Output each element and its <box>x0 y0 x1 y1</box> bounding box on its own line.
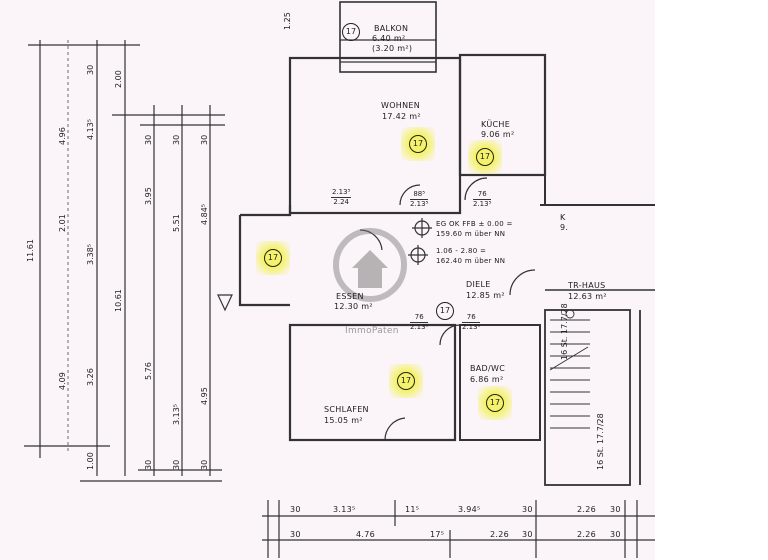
dim-e-2: 5.51 <box>172 214 181 232</box>
room-name-tr-haus: TR-HAUS <box>568 281 606 290</box>
dim-f-5: 30 <box>200 459 209 470</box>
level-eg-label: EG OK FFB ± 0.00 = <box>436 220 513 228</box>
dim-bottom1-3: 11⁵ <box>405 505 420 514</box>
dim-bottom1-7: 30 <box>610 505 621 514</box>
dim-c-1: 2.00 <box>114 70 123 88</box>
dim-bottom2-6: 2.26 <box>577 530 597 539</box>
room-area-bad-wc: 6.86 m² <box>470 375 504 384</box>
dim-bottom2-4: 2.26 <box>490 530 510 539</box>
dim-e-7: 30 <box>172 459 181 470</box>
level-eg-value: 159.60 m über NN <box>436 230 506 238</box>
dim-bottom2-7: 30 <box>610 530 621 539</box>
dim-b-5: 3.38⁵ <box>86 243 95 265</box>
dim-e-6: 3.13⁵ <box>172 403 181 425</box>
dim-a-1: 4.96 <box>58 127 67 145</box>
watermark-text: ImmoPaten <box>345 326 399 336</box>
room-area-balkon: 6.40 m² <box>372 34 406 43</box>
apartment-badge-essen-west: 17 <box>256 241 290 275</box>
dim-a-6: 1.00 <box>86 452 95 470</box>
room-area-diele: 12.85 m² <box>466 291 505 300</box>
dim-d-4: 5.76 <box>144 362 153 380</box>
room-name-bad-wc: BAD/WC <box>470 364 506 373</box>
room-area-essen: 12.30 m² <box>334 302 373 311</box>
dim-b-2: 4.13⁵ <box>86 118 95 140</box>
dim-bottom1-2: 3.13⁵ <box>333 505 356 514</box>
dim-d-5: 30 <box>144 459 153 470</box>
room-name-essen: ESSEN <box>336 292 364 301</box>
apartment-badge-diele: 17 <box>428 294 462 328</box>
apartment-badge-bad-wc: 17 <box>478 386 512 420</box>
room-area-kueche: 9.06 m² <box>481 130 515 139</box>
dim-a-3: 2.01 <box>58 214 67 232</box>
level-og-label: 1.06 - 2.80 = <box>436 247 487 255</box>
partial-room-area: 9. <box>560 223 569 232</box>
room-area-tr-haus: 12.63 m² <box>568 292 607 301</box>
room-name-diele: DIELE <box>466 280 491 289</box>
dim-d-2: 3.95 <box>144 187 153 205</box>
stairs-lower-label: 16 St. 17.7/28 <box>596 413 605 470</box>
dim-bottom1-5: 30 <box>522 505 533 514</box>
dim-f-1: 30 <box>200 134 209 145</box>
room-area-wohnen: 17.42 m² <box>382 112 421 121</box>
room-name-kueche: KÜCHE <box>481 120 511 129</box>
level-og-value: 162.40 m über NN <box>436 257 506 265</box>
partial-room-letter: K <box>560 213 566 222</box>
dim-d-1: 30 <box>144 134 153 145</box>
apartment-badge-wohnen: 17 <box>401 127 435 161</box>
room-area-note-balkon: (3.20 m²) <box>372 44 413 53</box>
dim-f-2: 4.84⁵ <box>200 203 209 225</box>
dim-bottom2-5: 30 <box>522 530 533 539</box>
apartment-badge-kueche: 17 <box>468 140 502 174</box>
dim-bottom2-1: 30 <box>290 530 301 539</box>
dim-f-4: 4.95 <box>200 387 209 405</box>
dim-bottom1-1: 30 <box>290 505 301 514</box>
dim-b-1: 30 <box>86 64 95 75</box>
dim-c-2: 10.61 <box>114 289 123 312</box>
stairs-upper-label: 16 St. 17.7/28 <box>560 303 569 360</box>
dim-bottom2-2: 4.76 <box>356 530 376 539</box>
dim-bottom1-6: 2.26 <box>577 505 597 514</box>
room-name-balkon: BALKON <box>374 24 409 33</box>
room-area-schlafen: 15.05 m² <box>324 416 363 425</box>
dim-e-1: 30 <box>172 134 181 145</box>
balcony-depth-dimension: 1.25 <box>283 12 292 30</box>
dim-a-5: 4.09 <box>58 372 67 390</box>
apartment-badge-schlafen: 17 <box>389 364 423 398</box>
room-name-wohnen: WOHNEN <box>381 101 421 110</box>
room-name-schlafen: SCHLAFEN <box>324 405 369 414</box>
apartment-badge-balkon: 17 <box>334 15 368 49</box>
dim-bottom1-4: 3.94⁵ <box>458 505 481 514</box>
dim-b-7: 3.26 <box>86 368 95 386</box>
dim-bottom2-3: 17⁵ <box>430 530 445 539</box>
dim-outer-total: 11.61 <box>26 239 35 262</box>
